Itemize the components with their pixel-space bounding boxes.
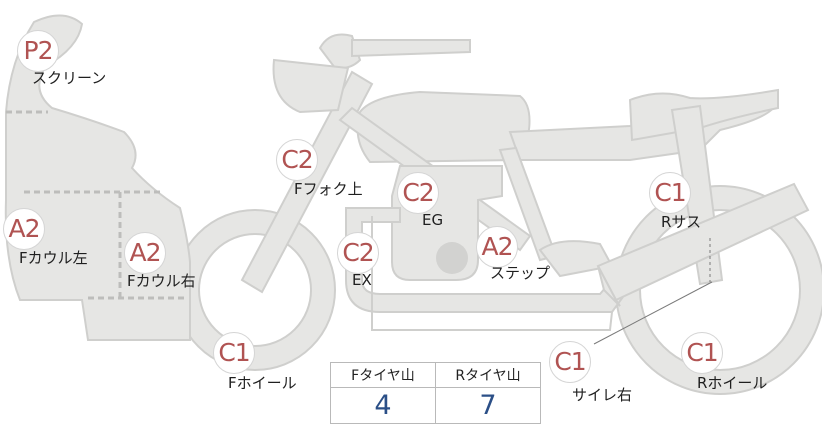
exhaust-label: EX — [352, 271, 372, 289]
rear-wheel-label: Rホイール — [697, 374, 768, 392]
front-fork-grade-badge[interactable]: C2 — [276, 139, 318, 181]
front-wheel-grade-badge[interactable]: C1 — [213, 332, 255, 374]
step-label: ステップ — [490, 264, 551, 282]
engine-grade-badge[interactable]: C2 — [397, 172, 439, 214]
rear-suspension-label: Rサス — [661, 213, 702, 231]
front-fork-label: Fフォク上 — [294, 180, 363, 198]
rear-wheel-grade-badge[interactable]: C1 — [681, 332, 723, 374]
step-grade-badge[interactable]: A2 — [476, 226, 518, 268]
rear-tread-value: 7 — [435, 387, 541, 424]
front-cowl-right-grade-badge[interactable]: A2 — [124, 232, 166, 274]
screen-grade-badge[interactable]: P2 — [17, 30, 59, 72]
front-tread-header: Fタイヤ山 — [330, 362, 436, 388]
exhaust-grade-badge[interactable]: C2 — [337, 232, 379, 274]
front-cowl-right-label: Fカウル右 — [127, 272, 196, 290]
front-tread-value: 4 — [330, 387, 436, 424]
rear-suspension-grade-badge[interactable]: C1 — [649, 172, 691, 214]
front-wheel-shape — [175, 210, 335, 370]
front-fork-shape — [240, 70, 374, 294]
front-wheel-label: Fホイール — [228, 374, 297, 392]
engine-label: EG — [422, 211, 444, 229]
exhaust-pipe-shape — [345, 207, 630, 313]
muffler-right-label: サイレ右 — [572, 386, 633, 404]
tire-tread-table: Fタイヤ山 Rタイヤ山 4 7 — [330, 362, 541, 424]
rear-tread-header: Rタイヤ山 — [435, 362, 541, 388]
muffler-right-grade-badge[interactable]: C1 — [549, 341, 591, 383]
screen-label: スクリーン — [32, 69, 107, 87]
front-cowl-left-grade-badge[interactable]: A2 — [3, 208, 45, 250]
front-cowl-left-label: Fカウル左 — [19, 249, 88, 267]
